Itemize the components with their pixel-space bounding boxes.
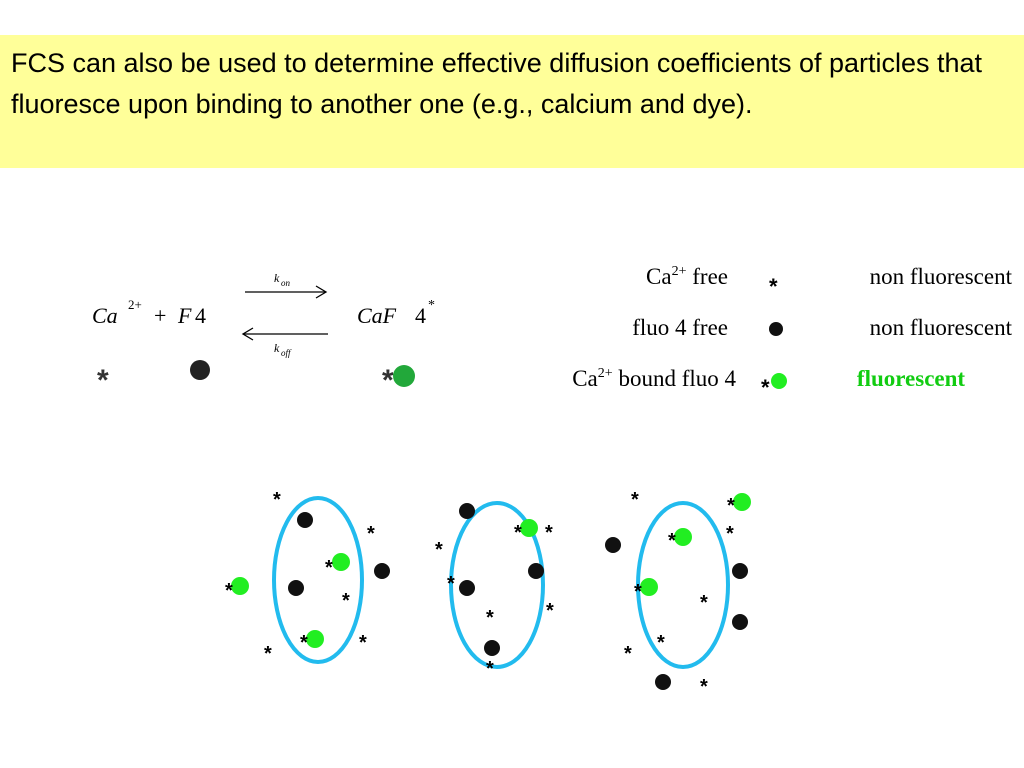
particle-star: *	[700, 592, 708, 614]
particle-star: *	[264, 643, 272, 665]
particle-black-dot	[732, 614, 748, 630]
particle-star: *	[700, 676, 708, 698]
particle-green-dot	[674, 528, 692, 546]
particle-black-dot	[459, 503, 475, 519]
particle-star: *	[727, 495, 735, 517]
legend-symbol-star-1: *	[769, 274, 778, 299]
particle-star: *	[325, 557, 333, 579]
observation-volumes	[272, 496, 730, 669]
legend-symbol-green-dot-3	[771, 373, 787, 389]
observation-volume-2	[449, 501, 545, 669]
complex-green-dot-icon	[393, 365, 415, 387]
observation-volume-1	[272, 496, 364, 664]
particle-star: *	[624, 643, 632, 665]
legend-property-1: non fluorescent	[870, 264, 1013, 289]
complex-star-icon: *	[382, 364, 394, 397]
calcium-star-icon: *	[97, 364, 109, 397]
product-number: 4	[415, 303, 426, 328]
particle-green-dot	[733, 493, 751, 511]
reactant-dye-number: 4	[195, 303, 206, 328]
particle-star: *	[668, 530, 676, 552]
particle-star: *	[546, 600, 554, 622]
observation-volume-3	[636, 501, 730, 669]
forward-arrow-head	[315, 285, 328, 299]
dye-dot-icon	[190, 360, 210, 380]
particle-star: *	[435, 539, 443, 561]
particle-star: *	[342, 590, 350, 612]
calcium-particles: * * * * * * * * * * * * * * * * * * * * …	[225, 489, 735, 698]
header-text: FCS can also be used to determine effect…	[11, 48, 983, 119]
legend-symbol-star-3: *	[761, 375, 770, 400]
particle-star: *	[486, 658, 494, 680]
particle-star: *	[634, 581, 642, 603]
reactant-dye: F	[177, 303, 192, 328]
particle-black-dot	[484, 640, 500, 656]
product-star: *	[428, 298, 435, 313]
particle-star: *	[359, 632, 367, 654]
legend: Ca2+ free * non fluorescent fluo 4 free …	[572, 264, 1012, 400]
particle-green-dot	[306, 630, 324, 648]
particle-black-dot	[297, 512, 313, 528]
header-box	[0, 35, 1024, 168]
legend-symbol-dot-2	[769, 322, 783, 336]
particle-green-dot	[231, 577, 249, 595]
particle-black-dot	[732, 563, 748, 579]
particle-black-dot	[655, 674, 671, 690]
legend-property-2: non fluorescent	[870, 315, 1013, 340]
particle-green-dot	[520, 519, 538, 537]
free-dye-particles	[288, 503, 748, 690]
k-on-label: k	[274, 271, 280, 285]
legend-species-1: Ca2+ free	[646, 264, 728, 289]
particle-green-dot	[332, 553, 350, 571]
backward-arrow-head	[241, 327, 254, 341]
legend-species-2: fluo 4 free	[632, 315, 728, 340]
plus-sign: +	[154, 303, 166, 328]
particle-black-dot	[528, 563, 544, 579]
bound-fluorescent-particles	[231, 493, 751, 648]
k-on-subscript: on	[281, 278, 291, 288]
particle-star: *	[657, 632, 665, 654]
particle-black-dot	[605, 537, 621, 553]
particle-star: *	[273, 489, 281, 511]
particle-star: *	[514, 522, 522, 544]
legend-species-3: Ca2+ bound fluo 4	[572, 366, 736, 391]
legend-property-3: fluorescent	[857, 366, 966, 391]
particle-black-dot	[374, 563, 390, 579]
particle-star: *	[631, 489, 639, 511]
particle-star: *	[545, 522, 553, 544]
product-complex: CaF	[357, 303, 397, 328]
particle-black-dot	[459, 580, 475, 596]
reaction-equation: Ca 2+ + F 4 k on k off CaF 4 * * *	[92, 271, 435, 397]
particle-star: *	[225, 580, 233, 602]
particle-green-dot	[640, 578, 658, 596]
particle-star: *	[726, 523, 734, 545]
particle-star: *	[447, 573, 455, 595]
particle-black-dot	[288, 580, 304, 596]
particle-star: *	[486, 607, 494, 629]
k-off-label: k	[274, 341, 280, 355]
reactant-calcium: Ca	[92, 303, 118, 328]
particle-star: *	[367, 523, 375, 545]
reactant-calcium-charge: 2+	[128, 297, 142, 312]
particle-star: *	[300, 632, 308, 654]
k-off-subscript: off	[281, 348, 292, 358]
